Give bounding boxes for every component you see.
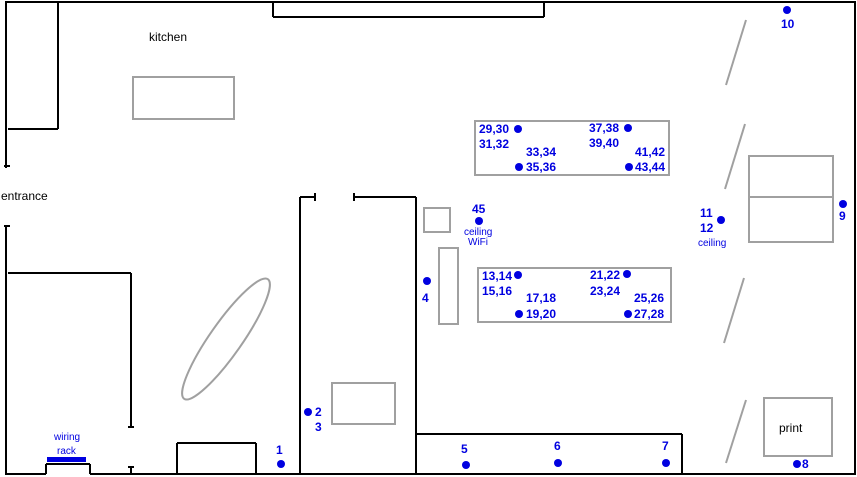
port-45-dot[interactable] bbox=[475, 217, 483, 225]
port-10-label: 10 bbox=[781, 17, 795, 31]
ceiling-label: ceiling bbox=[698, 238, 726, 249]
port-10-dot[interactable] bbox=[783, 6, 791, 14]
port-39-40-label: 39,40 bbox=[589, 136, 619, 150]
port-12-label: 12 bbox=[700, 221, 714, 235]
port-37-38-label: 37,38 bbox=[589, 121, 619, 135]
port-37-38-dot[interactable] bbox=[624, 124, 632, 132]
port-25-26-label: 25,26 bbox=[634, 291, 664, 305]
port-27-28-label: 27,28 bbox=[634, 307, 664, 321]
port-23-24-label: 23,24 bbox=[590, 284, 620, 298]
printer-table bbox=[763, 397, 833, 457]
side-table bbox=[748, 155, 834, 243]
small-cabinet bbox=[423, 207, 451, 233]
entrance-gap bbox=[3, 168, 9, 226]
port-2-label: 2 bbox=[315, 405, 322, 419]
window-line-4 bbox=[725, 399, 747, 464]
wiring-rack-label-1: wiring bbox=[53, 432, 80, 443]
port-4-dot[interactable] bbox=[423, 277, 431, 285]
port-11-12-dot[interactable] bbox=[717, 216, 725, 224]
port-21-22-dot[interactable] bbox=[623, 270, 631, 278]
center-room-table bbox=[331, 382, 396, 425]
port-35-36-label: 35,36 bbox=[526, 160, 556, 174]
desk-cluster-upper bbox=[474, 120, 670, 176]
port-11-label: 11 bbox=[700, 206, 713, 220]
port-7-dot[interactable] bbox=[662, 459, 670, 467]
window-line-3 bbox=[723, 277, 745, 344]
port-19-20-label: 19,20 bbox=[526, 307, 556, 321]
port-7-label: 7 bbox=[662, 439, 669, 453]
port-35-36-dot[interactable] bbox=[515, 163, 523, 171]
port-33-34-label: 33,34 bbox=[526, 145, 556, 159]
port-13-14-dot[interactable] bbox=[514, 271, 522, 279]
port-9-dot[interactable] bbox=[839, 200, 847, 208]
kitchen-table bbox=[132, 76, 235, 120]
port-31-32-label: 31,32 bbox=[479, 137, 509, 151]
port-1-label: 1 bbox=[276, 443, 283, 457]
ceiling-wifi-label-2: WiFi bbox=[468, 237, 488, 248]
wiring-rack bbox=[47, 457, 86, 462]
port-27-28-dot[interactable] bbox=[624, 310, 632, 318]
port-9-label: 9 bbox=[839, 209, 846, 223]
kitchen-label: kitchen bbox=[149, 30, 187, 44]
port-6-label: 6 bbox=[554, 439, 561, 453]
entrance-label: entrance bbox=[1, 189, 48, 203]
port-17-18-label: 17,18 bbox=[526, 291, 556, 305]
port-3-label: 3 bbox=[315, 420, 322, 434]
port-43-44-dot[interactable] bbox=[625, 163, 633, 171]
narrow-shelf bbox=[438, 247, 459, 325]
port-8-label: 8 bbox=[802, 457, 809, 471]
port-41-42-label: 41,42 bbox=[635, 145, 665, 159]
port-15-16-label: 15,16 bbox=[482, 284, 512, 298]
window-line-2 bbox=[724, 123, 746, 190]
port-4-label: 4 bbox=[422, 291, 429, 305]
port-13-14-label: 13,14 bbox=[482, 269, 512, 283]
port-1-dot[interactable] bbox=[277, 460, 285, 468]
desk-cluster-lower bbox=[477, 267, 672, 323]
port-43-44-label: 43,44 bbox=[635, 160, 665, 174]
ceiling-wifi-label-1: ceiling bbox=[464, 227, 492, 238]
port-5-label: 5 bbox=[461, 442, 468, 456]
port-5-dot[interactable] bbox=[462, 461, 470, 469]
window-line-1 bbox=[725, 19, 747, 86]
port-29-30-dot[interactable] bbox=[514, 125, 522, 133]
port-6-dot[interactable] bbox=[554, 459, 562, 467]
port-45-label: 45 bbox=[472, 202, 486, 216]
port-21-22-label: 21,22 bbox=[590, 268, 620, 282]
port-8-dot[interactable] bbox=[793, 460, 801, 468]
print-label: print bbox=[779, 421, 803, 435]
outer-wall bbox=[5, 1, 856, 475]
port-19-20-dot[interactable] bbox=[515, 310, 523, 318]
port-2-3-dot[interactable] bbox=[304, 408, 312, 416]
rack-notch-gap bbox=[46, 464, 90, 476]
oval-table bbox=[181, 277, 271, 401]
port-29-30-label: 29,30 bbox=[479, 122, 509, 136]
wiring-rack-label-2: rack bbox=[57, 446, 77, 457]
